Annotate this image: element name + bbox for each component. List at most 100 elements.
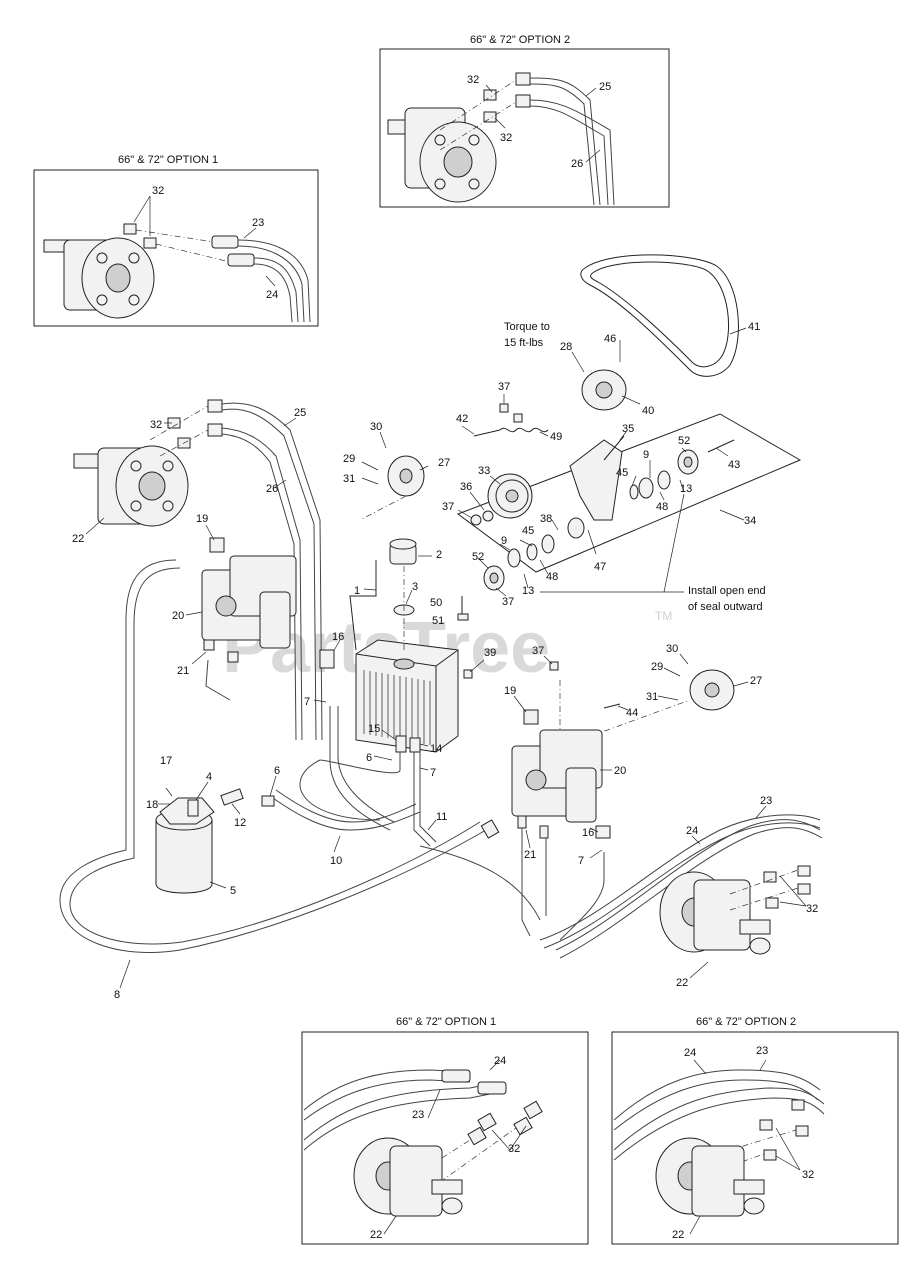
callout-7: 7	[304, 696, 310, 708]
callout-4: 4	[206, 771, 212, 783]
cooler-fins	[363, 670, 431, 745]
callout-50: 50	[430, 597, 442, 609]
callout-39: 39	[484, 647, 496, 659]
callout-labels: 32 25 32 26 32 23 24 41 46 28 40 37 42 4…	[72, 74, 818, 1241]
callout-22: 22	[72, 533, 84, 545]
inset-top-option-2: 66" & 72" OPTION 2	[379, 34, 670, 208]
idler-pulley	[487, 473, 533, 519]
torque-note-line1: Torque to	[504, 321, 550, 333]
callout-12: 12	[234, 817, 246, 829]
pump-pulley-lower	[689, 669, 735, 711]
callout-25: 25	[294, 407, 306, 419]
callout-23: 23	[760, 795, 772, 807]
callout-43: 43	[728, 459, 740, 471]
callout-37: 37	[442, 501, 454, 513]
callout-47: 47	[594, 561, 606, 573]
callout-26: 26	[571, 158, 583, 170]
callout-27: 27	[750, 675, 762, 687]
callout-24: 24	[494, 1055, 506, 1067]
callout-23: 23	[756, 1045, 768, 1057]
callout-30: 30	[666, 643, 678, 655]
callout-32: 32	[152, 185, 164, 197]
callout-33: 33	[478, 465, 490, 477]
oil-cooler-reservoir	[355, 639, 459, 753]
callout-31: 31	[646, 691, 658, 703]
callout-20: 20	[614, 765, 626, 777]
hydraulic-pump-right	[511, 709, 611, 839]
inset-top-option-2-title: 66" & 72" OPTION 2	[470, 34, 570, 46]
callout-48: 48	[656, 501, 668, 513]
callout-32: 32	[802, 1169, 814, 1181]
install-note-line1: Install open end	[688, 585, 766, 597]
fittings-top-inset	[483, 72, 531, 123]
callout-11: 11	[436, 811, 447, 823]
callout-19: 19	[196, 513, 208, 525]
inset-left-option-1: 66" & 72" OPTION 1	[33, 154, 319, 327]
callout-7: 7	[578, 855, 584, 867]
callout-32: 32	[150, 419, 162, 431]
callout-52: 52	[678, 435, 690, 447]
callout-51: 51	[432, 615, 444, 627]
callout-45: 45	[616, 467, 628, 479]
install-note-line2: of seal outward	[688, 601, 763, 613]
callout-32: 32	[508, 1143, 520, 1155]
callout-32: 32	[500, 132, 512, 144]
callout-25: 25	[599, 81, 611, 93]
callout-3: 3	[412, 581, 418, 593]
callout-23: 23	[412, 1109, 424, 1121]
callout-28: 28	[560, 341, 572, 353]
inset-bottom-option-1: 66" & 72" OPTION 1	[301, 1016, 589, 1245]
callout-7: 7	[430, 767, 436, 779]
callout-41: 41	[748, 321, 760, 333]
callout-24: 24	[686, 825, 698, 837]
callout-46: 46	[604, 333, 616, 345]
callout-19: 19	[504, 685, 516, 697]
inset-bottom-option-1-title: 66" & 72" OPTION 1	[396, 1016, 496, 1028]
callout-24: 24	[684, 1047, 696, 1059]
inset-left-option-1-title: 66" & 72" OPTION 1	[118, 154, 218, 166]
callout-29: 29	[343, 453, 355, 465]
callout-5: 5	[230, 885, 236, 897]
callout-23: 23	[252, 217, 264, 229]
callout-20: 20	[172, 610, 184, 622]
callout-15: 15	[368, 723, 380, 735]
callout-44: 44	[626, 707, 638, 719]
callout-22: 22	[370, 1229, 382, 1241]
callout-6: 6	[274, 765, 280, 777]
pump-pulley-upper	[387, 455, 425, 497]
callout-22: 22	[676, 977, 688, 989]
hydraulic-filter	[155, 797, 215, 894]
hydraulic-pump-left	[201, 537, 297, 701]
callout-45: 45	[522, 525, 534, 537]
callout-16: 16	[332, 631, 344, 643]
wheel-motor-right	[659, 871, 771, 955]
callout-36: 36	[460, 481, 472, 493]
callout-17: 17	[160, 755, 172, 767]
wheel-motor-top-inset	[387, 107, 497, 203]
callout-9: 9	[501, 535, 507, 547]
callout-27: 27	[438, 457, 450, 469]
callout-37: 37	[498, 381, 510, 393]
callout-22: 22	[672, 1229, 684, 1241]
drive-belt	[580, 254, 739, 377]
callout-38: 38	[540, 513, 552, 525]
callout-34: 34	[744, 515, 756, 527]
inset-bottom-option-2: 66" & 72" OPTION 2	[611, 1016, 899, 1245]
callout-52: 52	[472, 551, 484, 563]
callout-24: 24	[266, 289, 278, 301]
callout-32: 32	[806, 903, 818, 915]
callout-9: 9	[643, 449, 649, 461]
callout-16: 16	[582, 827, 594, 839]
callout-13: 13	[680, 483, 692, 495]
callout-26: 26	[266, 483, 278, 495]
callout-18: 18	[146, 799, 158, 811]
wheel-motor-bottom-inset-2	[655, 1137, 765, 1217]
callout-14: 14	[430, 743, 442, 755]
callout-42: 42	[456, 413, 468, 425]
torque-note-line2: 15 ft-lbs	[504, 337, 544, 349]
callout-49: 49	[550, 431, 562, 443]
callout-35: 35	[622, 423, 634, 435]
callout-6: 6	[366, 752, 372, 764]
watermark-tm: TM	[655, 609, 672, 623]
